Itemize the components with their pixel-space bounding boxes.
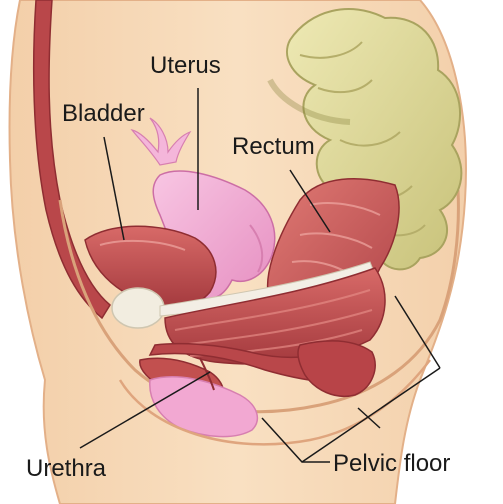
label-uterus: Uterus (150, 54, 221, 78)
label-urethra: Urethra (26, 457, 106, 481)
label-bladder: Bladder (62, 102, 145, 126)
pubic-bone (112, 288, 164, 328)
label-pelvic-floor: Pelvic floor (333, 452, 450, 476)
label-rectum: Rectum (232, 135, 315, 159)
